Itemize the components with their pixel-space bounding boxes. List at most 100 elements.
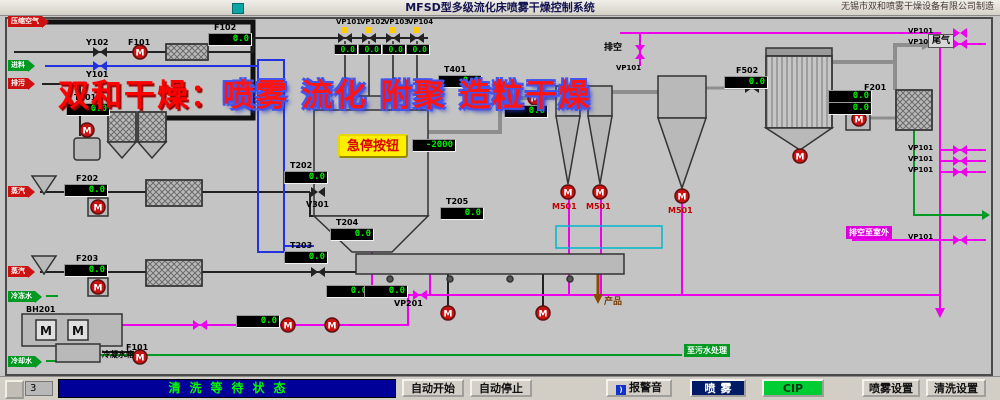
readout-t205: 0.0 bbox=[440, 207, 484, 220]
pump-f101-top[interactable] bbox=[132, 44, 148, 60]
window-icon bbox=[232, 3, 244, 14]
readout-f202: 0.0 bbox=[64, 184, 108, 197]
cip-pump-2[interactable] bbox=[324, 317, 340, 333]
air-heater-1-hatch bbox=[145, 179, 203, 207]
pipes-water-green bbox=[46, 130, 982, 362]
valve-right-2[interactable] bbox=[953, 39, 967, 49]
tag-product: 产品 bbox=[604, 297, 623, 307]
agitator-box-2 bbox=[67, 319, 89, 341]
readout-f502: 0.0 bbox=[724, 76, 768, 89]
tag-m501-c: M501 bbox=[668, 206, 693, 215]
valve-right-1[interactable] bbox=[953, 28, 967, 38]
cyclone-1-cone bbox=[555, 115, 581, 185]
feed-tank-agitator[interactable] bbox=[79, 122, 95, 138]
valve-right-5[interactable] bbox=[953, 167, 967, 177]
auto-start-button[interactable]: 自动开始 bbox=[402, 379, 464, 397]
alarm-sound-button[interactable]: )报警音 bbox=[606, 379, 672, 397]
feed-tank bbox=[73, 137, 101, 161]
inlet-chilled-water: 冷冻水 bbox=[8, 291, 42, 303]
condensate-tank bbox=[55, 343, 101, 363]
tag-f202: F202 bbox=[76, 174, 99, 183]
tag-v301: V301 bbox=[306, 200, 329, 209]
tag-right-valve-4: VP101 bbox=[908, 155, 934, 163]
tag-m501-a: M501 bbox=[552, 202, 577, 211]
duct-fan[interactable] bbox=[527, 90, 543, 106]
readout-chamber-pressure: -2000 bbox=[412, 139, 456, 152]
tag-right-valve-1: VP101 bbox=[908, 27, 934, 35]
readout-t401: 0.0 bbox=[438, 75, 482, 88]
drying-chamber bbox=[313, 109, 429, 217]
cyclone-2-airlock[interactable] bbox=[592, 184, 608, 200]
bed-vibrator-1[interactable] bbox=[440, 305, 456, 321]
tag-t401: T401 bbox=[444, 65, 467, 74]
heater-f102-hatch bbox=[165, 43, 209, 61]
cip-pump-1[interactable] bbox=[280, 317, 296, 333]
tag-t203: T203 bbox=[290, 241, 313, 250]
tag-t204: T204 bbox=[336, 218, 359, 227]
supply-fan-2[interactable] bbox=[90, 279, 106, 295]
readout-t201: 0.0 bbox=[66, 103, 110, 116]
auto-stop-button[interactable]: 自动停止 bbox=[470, 379, 532, 397]
water-arrowhead bbox=[982, 210, 990, 220]
supply-fan-1[interactable] bbox=[90, 199, 106, 215]
valve-right-4[interactable] bbox=[953, 156, 967, 166]
valve-vent-vp101[interactable] bbox=[635, 45, 645, 59]
spray-button[interactable]: 喷雾 bbox=[690, 379, 746, 397]
pipe-cyan-frame bbox=[555, 225, 663, 249]
bag-filter-tubes bbox=[765, 55, 833, 129]
pipes-feed-blue bbox=[45, 59, 314, 253]
cyclone-1-airlock[interactable] bbox=[560, 184, 576, 200]
tag-vp103: VP103 bbox=[384, 18, 410, 26]
tag-f502: F502 bbox=[736, 66, 759, 75]
page-title: MFSD型多级流化床喷雾干燥控制系统 bbox=[405, 1, 595, 14]
clean-settings-button[interactable]: 清洗设置 bbox=[926, 379, 986, 397]
emergency-stop-button[interactable]: 急停按钮 bbox=[338, 134, 408, 158]
readout-duct-fan: 0.0 bbox=[504, 105, 548, 118]
tag-condensate-tank: 冷凝水箱 bbox=[102, 350, 134, 359]
bottom-toolbar: 3 清洗等待状态 自动开始 自动停止 )报警音 喷雾 CIP 喷雾设置 清洗设置 bbox=[0, 376, 1000, 400]
filter-airlock[interactable] bbox=[792, 148, 808, 164]
cyclone-2-cone bbox=[587, 115, 613, 185]
bed-wheel bbox=[566, 275, 574, 283]
tag-vp101-vent: VP101 bbox=[616, 64, 642, 72]
valve-right-3[interactable] bbox=[953, 145, 967, 155]
air-heater-2-hatch bbox=[145, 259, 203, 287]
spray-settings-button[interactable]: 喷雾设置 bbox=[862, 379, 920, 397]
tag-vp201: VP201 bbox=[394, 299, 423, 308]
cyclone-3-airlock[interactable] bbox=[674, 188, 690, 204]
speaker-icon: ) bbox=[616, 385, 626, 395]
tag-f203: F203 bbox=[76, 254, 99, 263]
tag-right-valve-2: VP101 bbox=[908, 38, 934, 46]
tag-f101-top: F101 bbox=[128, 38, 151, 47]
condensate-pump[interactable] bbox=[132, 349, 148, 365]
tag-y102: Y102 bbox=[86, 38, 109, 47]
valve-cip-supply[interactable] bbox=[193, 320, 207, 330]
tag-vp102: VP102 bbox=[360, 18, 386, 26]
tag-bh201: BH201 bbox=[26, 305, 56, 314]
cip-button[interactable]: CIP bbox=[762, 379, 824, 397]
cyclone-2-body bbox=[587, 85, 613, 117]
intake-funnel-2 bbox=[30, 255, 58, 276]
bed-vibrator-2[interactable] bbox=[535, 305, 551, 321]
readout-t203: 0.0 bbox=[284, 251, 328, 264]
inlet-cooling-water: 冷却水 bbox=[8, 356, 42, 368]
manufacturer-text: 无锡市双和喷雾干燥设备有限公司制造 bbox=[840, 2, 994, 12]
product-pipe bbox=[593, 274, 603, 304]
vessels bbox=[21, 43, 933, 363]
valve-y102[interactable] bbox=[93, 47, 107, 57]
cyclone-3-body bbox=[657, 75, 707, 119]
valve-stage2[interactable] bbox=[311, 267, 325, 277]
valve-right-6[interactable] bbox=[953, 235, 967, 245]
agitator-box-1 bbox=[35, 319, 57, 341]
readout-vp101: 0.0 bbox=[334, 44, 358, 55]
inlet-steam-2: 蒸汽 bbox=[8, 266, 35, 278]
bed-wheel bbox=[386, 275, 394, 283]
readout-vp104: 0.0 bbox=[406, 44, 430, 55]
valve-vp104-actuator bbox=[414, 27, 420, 33]
tag-t205: T205 bbox=[446, 197, 469, 206]
hopper-left-a bbox=[106, 141, 138, 160]
tag-f102: F102 bbox=[214, 23, 237, 32]
agitator-1-letter: M bbox=[40, 324, 52, 338]
tag-m501-b: M501 bbox=[586, 202, 611, 211]
